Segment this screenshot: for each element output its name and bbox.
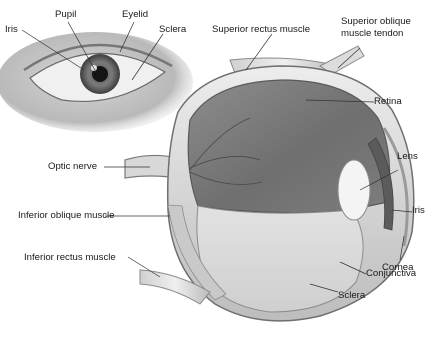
label-iris-top: Iris: [5, 24, 18, 35]
label-conjunctiva: Conjunctiva: [366, 268, 416, 279]
label-superior-oblique-1: Superior oblique: [341, 16, 411, 27]
label-sclera-top: Sclera: [159, 24, 186, 35]
label-sclera-bottom: Sclera: [338, 290, 365, 301]
label-retina: Retina: [374, 96, 402, 107]
label-inferior-oblique: Inferior oblique muscle: [18, 210, 115, 221]
label-superior-rectus: Superior rectus muscle: [212, 24, 310, 35]
lens-shape: [338, 160, 370, 220]
label-optic-nerve: Optic nerve: [48, 161, 97, 172]
label-iris-side: Iris: [412, 205, 425, 216]
external-eye-photo: [0, 32, 193, 132]
label-pupil: Pupil: [55, 9, 76, 20]
label-lens: Lens: [397, 151, 418, 162]
label-eyelid: Eyelid: [122, 9, 148, 20]
label-inferior-rectus: Inferior rectus muscle: [24, 252, 116, 263]
label-superior-oblique-2: muscle tendon: [341, 28, 403, 39]
